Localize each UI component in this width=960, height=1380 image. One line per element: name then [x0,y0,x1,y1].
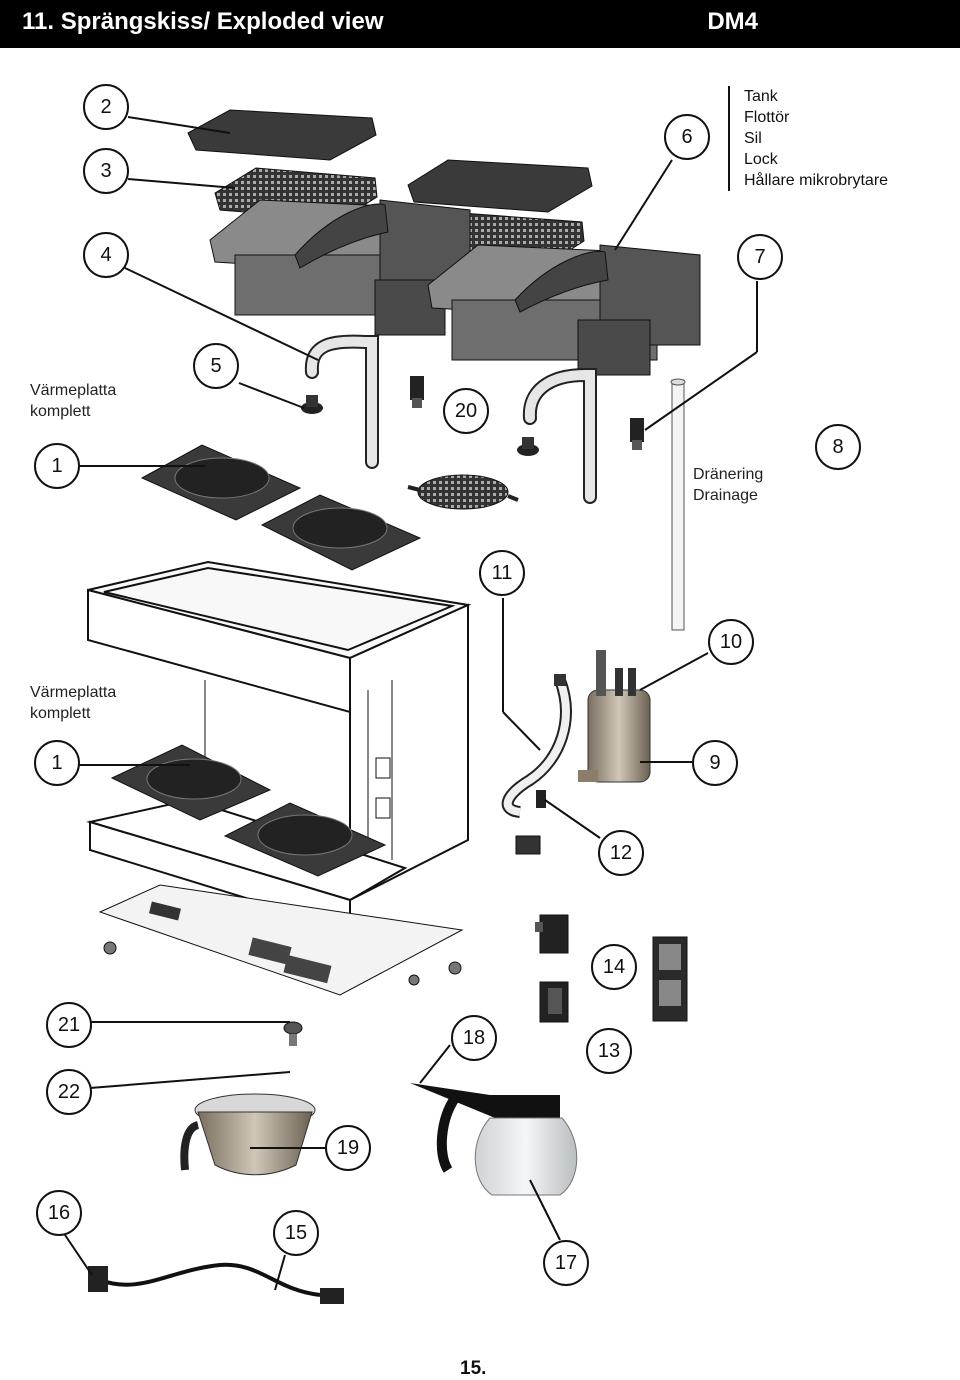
callout-10: 10 [708,619,754,665]
boiler [578,650,651,783]
callout-9: 9 [692,740,738,786]
callout-5: 5 [193,343,239,389]
legend-item-lid: Lock [744,151,778,168]
housing [86,560,472,932]
callout-20: 20 [443,388,489,434]
bottom-plate [98,884,464,996]
warmer-plate-top-right [260,494,422,571]
page-title: 11. Sprängskiss/ Exploded view [22,8,384,35]
callout-1-top: 1 [34,443,80,489]
callout-3: 3 [83,148,129,194]
float-left [301,395,323,414]
callout-14: 14 [591,944,637,990]
label-drainage: Dränering Drainage [693,464,763,506]
callout-13: 13 [586,1028,632,1074]
legend: Tank Flottör Sil Lock Hållare mikrobryta… [728,86,888,191]
callout-15: 15 [273,1210,319,1256]
callout-17: 17 [543,1240,589,1286]
microswitch-holder-left [410,376,424,408]
label-warmer-bottom-line2: komplett [30,705,91,722]
carafe [410,1083,578,1196]
label-warmer-top: Värmeplatta komplett [30,380,116,422]
float-right [517,437,539,456]
legend-item-strainer: Sil [744,130,762,147]
callout-7: 7 [737,234,783,280]
leader-lines [64,116,758,1291]
connector-block [515,835,541,855]
tank-left [209,199,471,336]
switch-plate [652,936,688,1022]
warmer-plate-bottom-right [223,802,387,877]
callout-16: 16 [36,1190,82,1236]
callout-21: 21 [46,1002,92,1048]
switch-13 [539,981,569,1023]
hose [501,674,572,818]
label-warmer-bottom: Värmeplatta komplett [30,682,116,724]
legend-item-tank: Tank [744,88,778,105]
pipe-right [522,368,597,504]
page-number: 15. [460,1358,487,1379]
callout-1-bottom: 1 [34,740,80,786]
foot [283,1021,303,1046]
label-warmer-top-line2: komplett [30,403,91,420]
model-name: DM4 [707,8,758,35]
header-bar: 11. Sprängskiss/ Exploded view DM4 [0,0,960,48]
label-warmer-bottom-line1: Värmeplatta [30,684,117,701]
callout-22: 22 [46,1069,92,1115]
microswitch-holder-right [630,418,644,450]
legend-item-microswitch-holder: Hållare mikrobrytare [744,172,889,189]
warmer-plate-bottom-left [110,744,272,821]
callout-2: 2 [83,84,129,130]
callout-18: 18 [451,1015,497,1061]
label-warmer-top-line1: Värmeplatta [30,382,117,399]
legend-item-float: Flottör [744,109,790,126]
callout-11: 11 [479,550,525,596]
filter-basket [180,1093,316,1176]
drainage-tube [670,378,686,631]
switch-14 [535,914,569,954]
warmer-plate-top-left [140,444,302,521]
callout-19: 19 [325,1125,371,1171]
power-cord [88,1262,344,1304]
callout-12: 12 [598,830,644,876]
label-drainage-line2: Drainage [693,487,758,504]
lid-right [407,159,593,213]
pipe-left [304,334,379,469]
label-drainage-line1: Dränering [693,466,764,483]
lid-left [187,109,377,161]
callout-4: 4 [83,232,129,278]
callout-8: 8 [815,424,861,470]
callout-6: 6 [664,114,710,160]
spray-grid [407,474,519,510]
tank-right [427,244,701,376]
